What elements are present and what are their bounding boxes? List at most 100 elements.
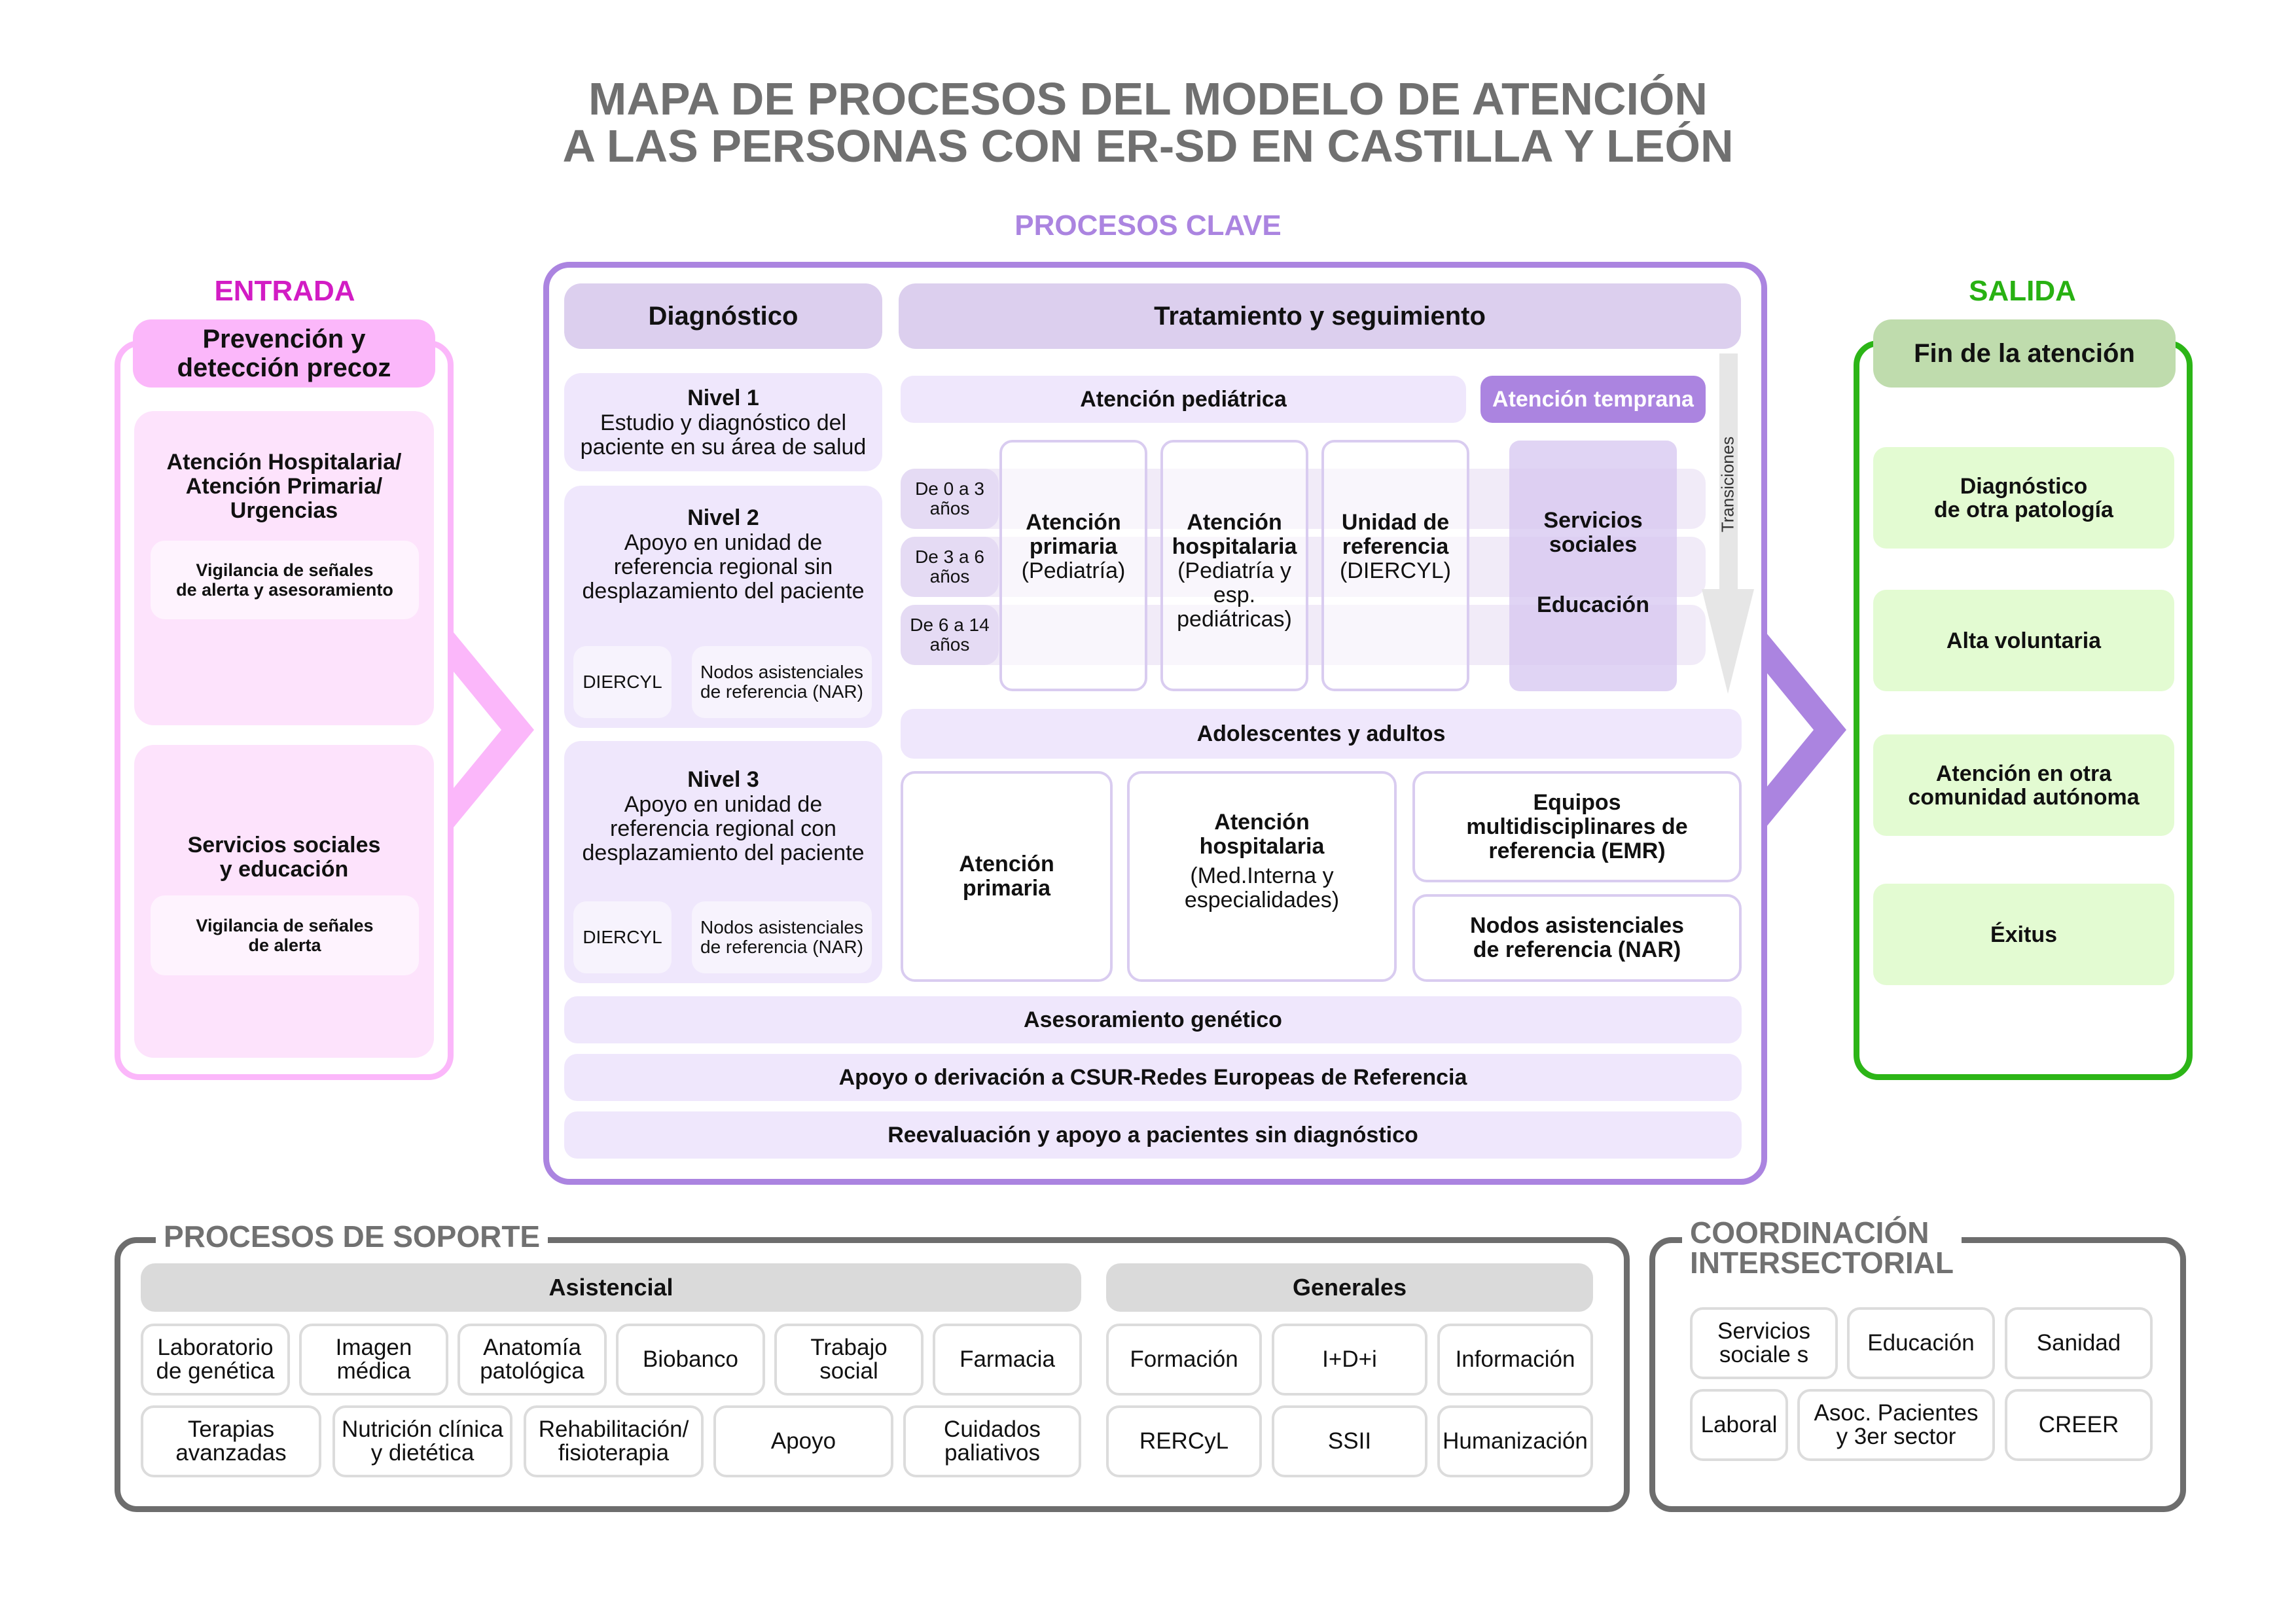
text-line: primaria	[962, 876, 1051, 901]
asistencial-header: Asistencial	[141, 1263, 1081, 1312]
asistencial-item: Farmacia	[933, 1324, 1082, 1396]
entrada-card-title: Servicios sociales y educación	[134, 833, 434, 882]
coordinacion-item: Laboral	[1690, 1389, 1788, 1461]
text-line: Nodos asistenciales	[1470, 913, 1684, 938]
educacion-label: Educación	[1537, 592, 1649, 617]
text-line: Equipos	[1533, 789, 1621, 815]
text-line: Farmacia	[960, 1346, 1055, 1372]
text-line: Imagen	[335, 1335, 412, 1360]
text-block: Atención hospitalaria (Med.Interna y esp…	[1130, 810, 1394, 912]
text-line: hospitalaria	[1172, 534, 1297, 559]
text-line: Vigilancia de señales	[196, 916, 374, 935]
text-line: Apoyo	[770, 1428, 836, 1454]
nar-box: Nodos asistenciales de referencia (NAR)	[692, 646, 872, 718]
reevaluacion-bar: Reevaluación y apoyo a pacientes sin dia…	[564, 1111, 1742, 1159]
age-0-3: De 0 a 3 años	[901, 469, 999, 529]
diercyl-box: DIERCYL	[573, 646, 672, 718]
text-line: paliativos	[944, 1440, 1040, 1466]
nar-box: Nodos asistenciales de referencia (NAR)	[692, 901, 872, 973]
text-line: Cuidados	[944, 1416, 1041, 1442]
asistencial-item: Biobanco	[616, 1324, 765, 1396]
text-line: (Pediatría)	[1021, 558, 1126, 583]
text-line: especialidades)	[1184, 888, 1340, 912]
entrada-card-sub: Vigilancia de señales de alerta y asesor…	[151, 541, 419, 619]
text-line: sociales	[1549, 532, 1638, 557]
text-line: esp.	[1213, 583, 1256, 607]
text-line: de referencia (NAR)	[1473, 937, 1681, 962]
text-line: Atención Hospitalaria/	[166, 450, 402, 475]
text-line: Laboratorio	[157, 1335, 274, 1360]
generales-item: Formación	[1106, 1324, 1262, 1396]
age-3-6: De 3 a 6 años	[901, 537, 999, 597]
text-line: referencia regional con	[610, 816, 836, 841]
nivel-1-card: Nivel 1 Estudio y diagnóstico del pacien…	[564, 373, 882, 471]
adultos-atencion-hospitalaria: Atención hospitalaria (Med.Interna y esp…	[1127, 771, 1397, 982]
text-line: Apoyo en unidad de	[624, 530, 823, 555]
text-line: Anatomía	[483, 1335, 581, 1360]
nivel-3-text: Nivel 3 Apoyo en unidad de referencia re…	[564, 767, 882, 865]
adultos-atencion-primaria: Atención primaria	[901, 771, 1113, 982]
salida-header: Fin de la atención	[1873, 319, 2176, 388]
transitions-label-wrap: Transiciones	[1695, 419, 1761, 550]
nivel-title: Nivel 3	[687, 767, 759, 792]
text-line: Asoc. Pacientes	[1814, 1400, 1979, 1426]
tratamiento-header: Tratamiento y seguimiento	[899, 283, 1741, 349]
soporte-panel	[115, 1237, 1630, 1512]
text-line: comunidad autónoma	[1908, 784, 2140, 810]
text-line: Apoyo en unidad de	[624, 792, 823, 817]
text-line: (Pediatría y	[1177, 558, 1291, 583]
text-line: De 0 a 3	[915, 478, 984, 499]
text-line: de alerta	[248, 935, 321, 955]
text-line: (Med.Interna y	[1190, 863, 1334, 888]
text-line: y educación	[219, 857, 349, 882]
diagnostico-header: Diagnóstico	[564, 283, 882, 349]
text-line: Atención	[1214, 810, 1310, 835]
text-line: años	[929, 634, 970, 655]
text-line: De 6 a 14	[910, 615, 990, 635]
text-line: CREER	[2038, 1412, 2119, 1437]
text-line: Atención	[959, 852, 1054, 876]
soporte-label: PROCESOS DE SOPORTE	[156, 1221, 548, 1252]
text-line: de alerta y asesoramiento	[176, 580, 393, 600]
text-line: Biobanco	[643, 1346, 738, 1372]
asistencial-item: Rehabilitación/fisioterapia	[524, 1405, 704, 1477]
temprana-column: Servicios sociales Educación	[1509, 441, 1677, 691]
text-line: Diagnóstico	[1960, 473, 2088, 499]
age-6-14: De 6 a 14 años	[901, 605, 999, 665]
text-line: pediátricas)	[1177, 607, 1292, 632]
nivel-2-card: Nivel 2 Apoyo en unidad de referencia re…	[564, 486, 882, 728]
text-line: Éxitus	[1990, 922, 2058, 947]
salida-arrow-icon	[1763, 628, 1846, 831]
generales-header: Generales	[1106, 1263, 1593, 1312]
title-line-2: A LAS PERSONAS CON ER-SD EN CASTILLA Y L…	[562, 120, 1734, 171]
text-line: desplazamiento del paciente	[582, 840, 865, 865]
text-line: fisioterapia	[558, 1440, 670, 1466]
text-line: COORDINACIÓN	[1690, 1216, 1929, 1250]
asistencial-item: Apoyo	[713, 1405, 893, 1477]
entrada-card-atencion: Atención Hospitalaria/ Atención Primaria…	[134, 411, 434, 725]
text-line: INTERSECTORIAL	[1690, 1246, 1954, 1280]
transitions-arrow-icon	[1702, 353, 1754, 694]
text-line: Atención	[1026, 510, 1121, 535]
salida-item: Éxitus	[1873, 884, 2174, 985]
text-line: Atención	[1187, 510, 1282, 535]
col-text: Atención hospitalaria (Pediatría y esp. …	[1163, 511, 1306, 632]
adultos-label: Adolescentes y adultos	[901, 709, 1742, 759]
entrada-card-servicios: Servicios sociales y educación Vigilanci…	[134, 745, 434, 1058]
coordinacion-label: COORDINACIÓN INTERSECTORIAL	[1682, 1218, 1962, 1278]
text-line: Nutrición clínica	[341, 1416, 504, 1442]
text-line: referencia	[1342, 534, 1449, 559]
salida-item: Alta voluntaria	[1873, 590, 2174, 691]
entrada-card-sub: Vigilancia de señales de alerta	[151, 895, 419, 975]
text-line: multidisciplinares de	[1466, 814, 1688, 839]
text-line: avanzadas	[175, 1440, 287, 1466]
nar-adultos-box: Nodos asistenciales de referencia (NAR)	[1412, 894, 1742, 982]
transitions-label: Transiciones	[1717, 436, 1738, 533]
